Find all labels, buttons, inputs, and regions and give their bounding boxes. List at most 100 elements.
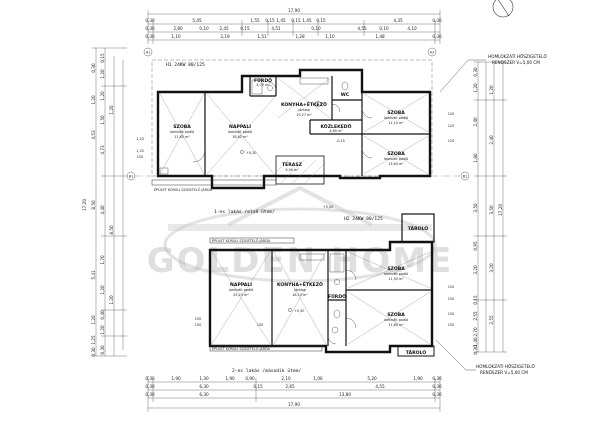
dim-label: 1,20 xyxy=(136,149,144,153)
watermark: GOLDEN HOME xyxy=(147,185,454,283)
floor-2-plan: H2 24KW 80/125 +5,00 TÁROLÓ TÁROLÓ xyxy=(208,205,435,374)
dim-label: 0,10 xyxy=(379,26,389,31)
dim-label: 6,30 xyxy=(199,392,209,397)
dim-label: 1,06 xyxy=(313,376,323,381)
room-area: 4,60 m² xyxy=(329,129,343,133)
room-area: 11,10 m² xyxy=(388,121,404,125)
dim-label: 1,20 xyxy=(100,285,105,295)
dim-label: 150 xyxy=(195,317,201,321)
dim-label: 4,73 xyxy=(100,145,105,155)
dim-label: 0,30 xyxy=(100,345,105,355)
bottom-dimension-chains xyxy=(147,376,441,412)
dim-label: 1,90 xyxy=(413,376,423,381)
dim-label: 0,15 xyxy=(100,53,105,63)
floor-2-room-labels: NAPPALI laminált padló 25,23 m² KONYHA+É… xyxy=(229,266,408,327)
insulation-note-bottom: HOMLOKZATI HŐSZIGETELŐ RENDSZER V=5,00 C… xyxy=(435,339,535,375)
dim-label: 0,10 xyxy=(311,26,321,31)
dim-label: 1,10 xyxy=(325,34,335,39)
dim-label: 0,10 xyxy=(199,26,209,31)
floor-2-beam-label: H2 24KW 80/125 xyxy=(344,216,383,222)
dim-label: 1,25 xyxy=(91,335,96,345)
floor-2-room-diagonals xyxy=(211,251,431,345)
level-marker-icon xyxy=(240,150,244,154)
dim-label: 0,30 xyxy=(432,392,442,397)
dim-label: 1,20 xyxy=(100,325,105,335)
floor-1-doors xyxy=(192,81,373,163)
dim-label: 1,20 xyxy=(489,85,494,95)
room-area: 4,70 m² xyxy=(256,83,270,87)
toilet-icon xyxy=(341,81,349,91)
floor-1-room-diagonals xyxy=(159,77,429,175)
floor-1-outer-wall xyxy=(156,68,432,190)
dim-label: 0,30 xyxy=(145,26,155,31)
floor-2-fixtures xyxy=(299,253,345,334)
note-line: HOMLOKZATI HŐSZIGETELŐ xyxy=(488,54,547,59)
room-name: KONYHA+ÉTKEZŐ xyxy=(281,100,327,108)
dim-label: 150 xyxy=(137,155,143,159)
dim-label: 1,20 xyxy=(91,315,96,325)
right-total-dim: 17,20 xyxy=(498,204,503,216)
room-floor-type: laminált padló xyxy=(384,157,408,161)
room-name: TÁROLÓ xyxy=(408,225,429,232)
dim-label: 0,30 xyxy=(432,384,442,389)
dim-label: 5,20 xyxy=(367,376,377,381)
dim-label: 150 xyxy=(195,323,201,327)
room-area: 11,50 m² xyxy=(388,277,404,281)
dim-label: 4,53 xyxy=(91,130,96,140)
dim-label: 0,40 xyxy=(100,310,105,320)
dim-label: 120 xyxy=(448,139,454,143)
room-area: 11,65 m² xyxy=(174,135,190,139)
beam-outline xyxy=(151,59,433,177)
dim-label: 1,40 xyxy=(473,337,478,347)
room-name: SZOBA xyxy=(387,151,405,157)
room-name: TERASZ xyxy=(282,162,303,168)
dim-label: 4,51 xyxy=(271,26,281,31)
floor-2-ramp-top-label: ÉPÜLET KÖRÜLI SZIGETELŐ JÁRDA xyxy=(212,238,271,243)
dim-label: 150 xyxy=(448,323,454,327)
dim-label: 5,45 xyxy=(192,18,202,23)
watermark-text: GOLDEN HOME xyxy=(147,241,454,281)
room-name: KONYHA+ÉTKEZŐ xyxy=(277,280,323,288)
room-area: 11,80 m² xyxy=(388,323,404,327)
bottom-dim-labels: 0,30 1,90 1,30 1,90 0,90 2,10 1,06 5,20 … xyxy=(145,376,442,407)
dim-label: 150 xyxy=(448,297,454,301)
dim-label: 2,19 xyxy=(220,34,230,39)
floor-1-level-a: +0,30 xyxy=(246,151,256,155)
floor-2-level-top: +5,00 xyxy=(323,205,333,209)
room-floor-type: laminált padló xyxy=(384,272,408,276)
dim-label: 1,90 xyxy=(225,376,235,381)
dim-label: 150 xyxy=(448,312,454,316)
dim-label: 1,45 xyxy=(276,18,286,23)
terrace-hatch xyxy=(275,159,325,185)
sink-icon xyxy=(267,85,273,91)
room-floor-type: laminált padló xyxy=(229,288,253,292)
dim-label: 120 xyxy=(448,112,454,116)
dim-label: 1,45 xyxy=(302,18,312,23)
room-name: SZOBA xyxy=(387,110,405,116)
dim-label: 1,90 xyxy=(171,376,181,381)
floor-1-caption: 1-es lakás /első ütem/ xyxy=(214,208,275,215)
left-dim-labels: 0,30 1,20 4,53 8,50 5,41 1,20 1,25 0,30 … xyxy=(82,53,263,357)
dim-label: 1,20 xyxy=(100,91,105,101)
dim-label: 0,30 xyxy=(145,392,155,397)
floor-2-storage-1 xyxy=(401,213,435,243)
room-floor-type: laminált padló xyxy=(228,130,252,134)
dim-label: 120 xyxy=(448,285,454,289)
dim-label: 0,30 xyxy=(432,376,442,381)
dim-label: 8,50 xyxy=(109,225,114,235)
dim-label: 0,95 xyxy=(473,241,478,251)
floor-1-fixtures xyxy=(159,77,349,175)
dim-label: 0,30 xyxy=(145,18,155,23)
dim-label: 4,10 xyxy=(407,26,417,31)
axis-markers xyxy=(126,47,470,181)
dim-label: 0,15 xyxy=(265,18,275,23)
dim-label: 4,35 xyxy=(393,18,403,23)
dim-label: 1,28 xyxy=(295,34,305,39)
dim-label: 2,65 xyxy=(285,384,295,389)
kitchen-counter-icon xyxy=(299,77,329,85)
dim-label: 1,20 xyxy=(109,105,114,115)
dim-label: 0,30 xyxy=(91,63,96,73)
toilet-icon xyxy=(333,309,341,319)
floor-1-plan: H1 24KW 80/125 xyxy=(151,59,433,215)
dim-label: 2,55 xyxy=(489,315,494,325)
